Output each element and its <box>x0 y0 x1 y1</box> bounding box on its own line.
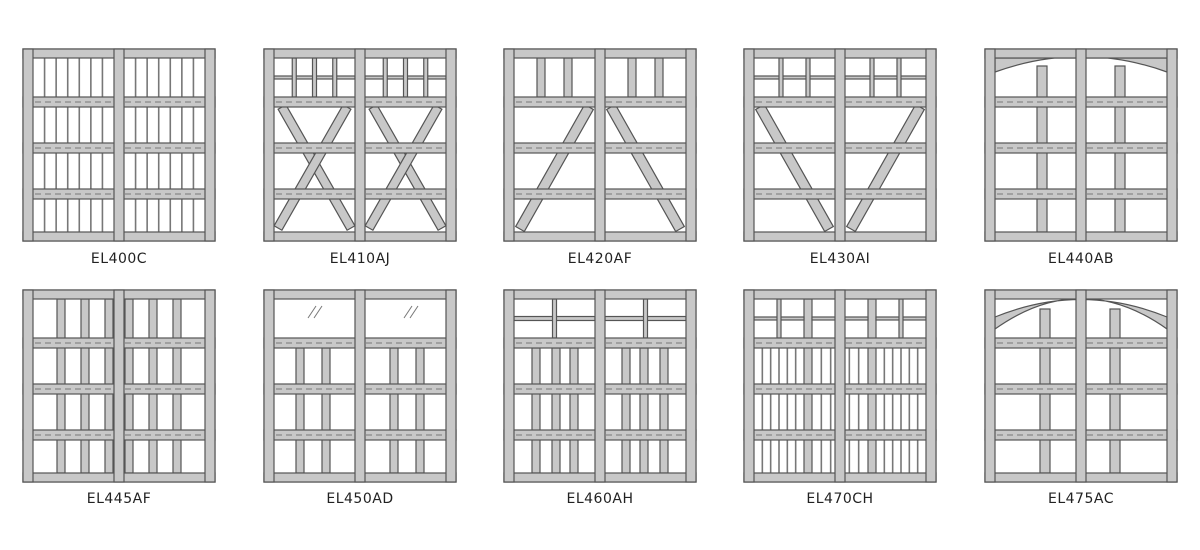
glass-glare <box>409 305 419 319</box>
right-stile <box>204 289 216 483</box>
door-el475ac <box>984 289 1178 483</box>
door-label-el400c: EL400C <box>90 251 148 267</box>
vertical-stile <box>321 347 331 474</box>
window-muntin <box>805 57 811 98</box>
left-stile <box>984 48 996 242</box>
window-muntin <box>332 57 338 98</box>
vertical-stile <box>536 57 546 98</box>
left-stile <box>263 289 275 483</box>
door-label-el440ab: EL440AB <box>1047 251 1115 267</box>
door-el440ab <box>984 48 1178 242</box>
left-stile <box>503 48 515 242</box>
window-muntin <box>423 57 429 98</box>
right-stile <box>1166 289 1178 483</box>
window-muntin <box>642 298 649 339</box>
door-el400c <box>22 48 216 242</box>
vertical-stile <box>569 347 579 474</box>
right-stile <box>445 289 457 483</box>
left-stile <box>22 289 34 483</box>
glass-glare <box>313 305 323 319</box>
center-stile <box>113 289 125 483</box>
vertical-stile <box>627 57 637 98</box>
window-muntin <box>402 57 409 98</box>
vertical-stile <box>295 347 305 474</box>
left-stile <box>743 48 755 242</box>
vertical-stile <box>621 347 631 474</box>
right-stile <box>925 48 937 242</box>
left-stile <box>743 289 755 483</box>
window-muntin <box>869 57 875 98</box>
window-muntin <box>778 57 784 98</box>
vertical-stile <box>389 347 399 474</box>
center-stile <box>594 48 606 242</box>
window-muntin <box>291 57 297 98</box>
glass-glare <box>307 305 317 319</box>
window-muntin <box>382 57 388 98</box>
window-muntin <box>898 298 904 339</box>
vertical-stile <box>415 347 425 474</box>
door-el450ad <box>263 289 457 483</box>
window-muntin <box>896 57 902 98</box>
vertical-stile <box>659 347 669 474</box>
vertical-stile <box>551 347 561 474</box>
vertical-stile <box>531 347 541 474</box>
center-stile <box>354 48 366 242</box>
right-stile <box>925 289 937 483</box>
window-muntin <box>551 298 558 339</box>
door-el460ah <box>503 289 697 483</box>
door-el445af <box>22 289 216 483</box>
door-el430ai <box>743 48 937 242</box>
right-stile <box>1166 48 1178 242</box>
right-stile <box>445 48 457 242</box>
door-label-el420af: EL420AF <box>567 251 633 267</box>
center-stile <box>1075 289 1087 483</box>
right-stile <box>685 48 697 242</box>
center-stile <box>113 48 125 242</box>
door-label-el475ac: EL475AC <box>1048 491 1114 507</box>
vertical-stile <box>563 57 573 98</box>
vertical-stile <box>654 57 664 98</box>
door-label-el470ch: EL470CH <box>806 491 874 507</box>
window-muntin <box>753 75 836 80</box>
center-stile <box>834 289 846 483</box>
left-stile <box>263 48 275 242</box>
glass-glare <box>403 305 413 319</box>
vertical-stile <box>639 347 649 474</box>
left-stile <box>984 289 996 483</box>
right-stile <box>204 48 216 242</box>
door-label-el460ah: EL460AH <box>566 491 634 507</box>
window-muntin <box>844 75 927 80</box>
left-stile <box>503 289 515 483</box>
center-stile <box>1075 48 1087 242</box>
center-stile <box>354 289 366 483</box>
center-stile <box>594 289 606 483</box>
window-muntin <box>311 57 318 98</box>
left-stile <box>22 48 34 242</box>
door-el420af <box>503 48 697 242</box>
door-label-el410aj: EL410AJ <box>329 251 391 267</box>
door-label-el430ai: EL430AI <box>809 251 871 267</box>
window-muntin <box>776 298 782 339</box>
center-stile <box>834 48 846 242</box>
right-stile <box>685 289 697 483</box>
door-el410aj <box>263 48 457 242</box>
door-label-el450ad: EL450AD <box>326 491 394 507</box>
door-label-el445af: EL445AF <box>86 491 152 507</box>
door-el470ch <box>743 289 937 483</box>
